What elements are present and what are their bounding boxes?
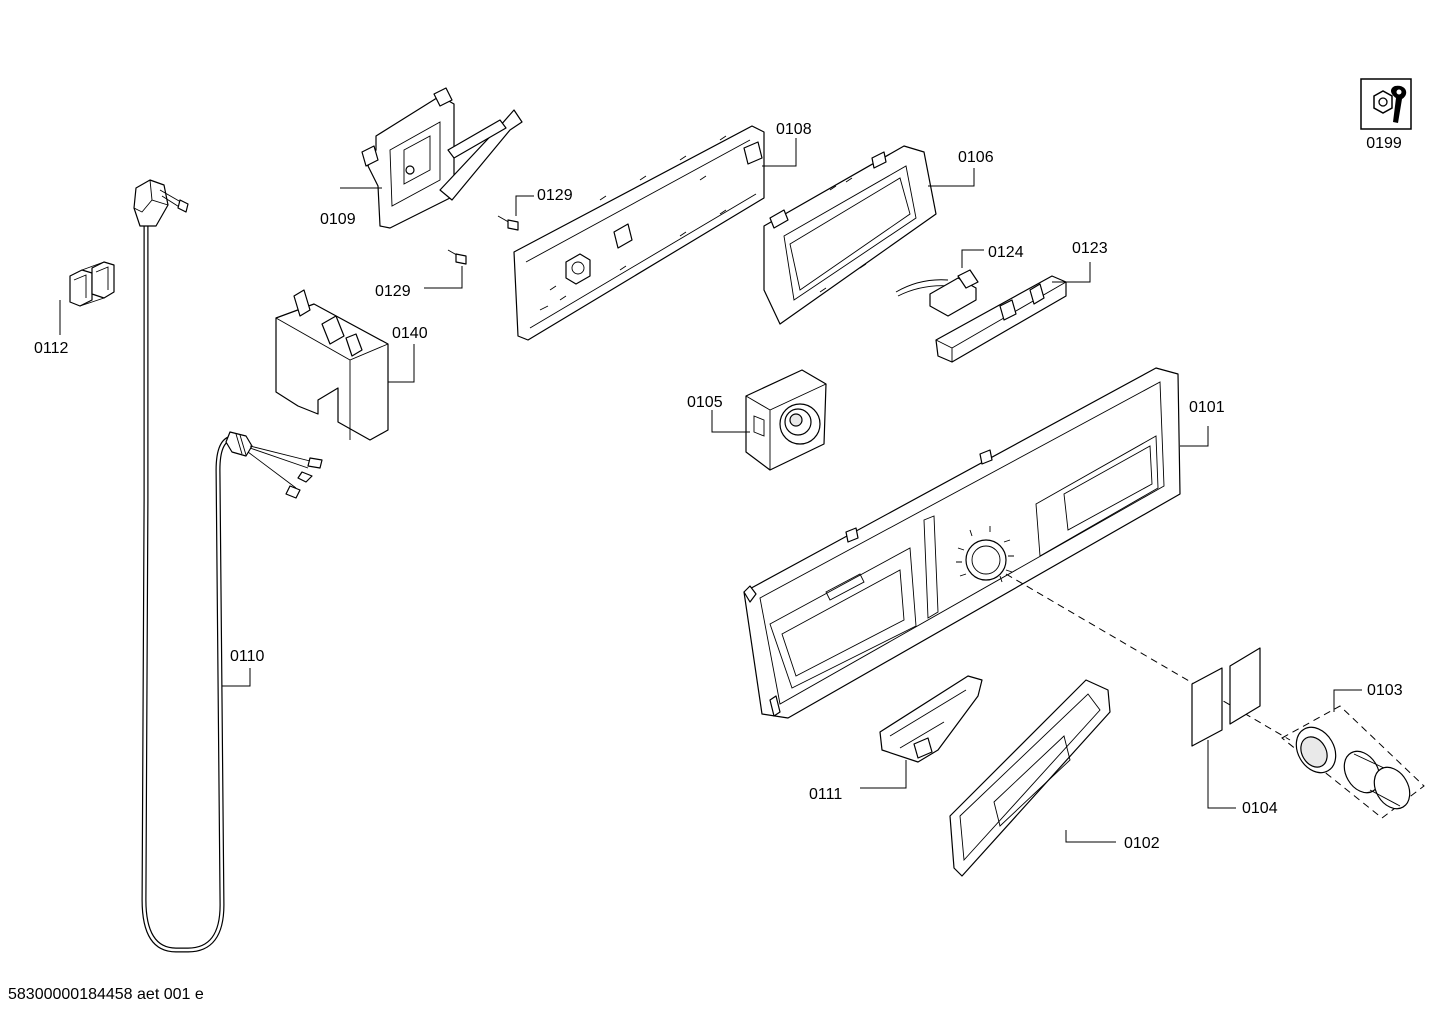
part-0111-drawer-bracket[interactable] [879,675,983,763]
label-0109[interactable]: 0109 [320,211,356,228]
label-0101[interactable]: 0101 [1189,399,1225,416]
label-0110[interactable]: 0110 [230,648,265,665]
label-0108[interactable]: 0108 [776,121,812,138]
part-0129-screw-upper[interactable] [497,215,519,231]
part-0112-cable-clip[interactable] [69,261,115,307]
label-0102[interactable]: 0102 [1124,835,1160,852]
label-0111[interactable]: 0111 [809,786,842,803]
part-0110-power-cable[interactable] [133,179,323,953]
part-0124-sensor[interactable] [895,269,979,317]
part-0129-screw-lower[interactable] [447,249,467,265]
label-0104[interactable]: 0104 [1242,800,1278,817]
label-0106[interactable]: 0106 [958,149,994,166]
part-0103-knob-assembly[interactable] [1281,705,1425,819]
part-0105-selector-module[interactable] [745,369,827,471]
label-0140[interactable]: 0140 [392,325,428,342]
label-0199[interactable]: 0199 [1366,135,1402,152]
part-0104-label-foil[interactable] [1191,647,1261,747]
label-0112[interactable]: 0112 [34,340,69,357]
part-0109-bracket[interactable] [361,87,523,229]
assembly-axis-line [1005,573,1291,741]
label-0105[interactable]: 0105 [687,394,723,411]
label-0103[interactable]: 0103 [1367,682,1403,699]
part-0101-front-panel[interactable] [743,367,1181,719]
part-0140-module[interactable] [275,289,389,441]
label-0124[interactable]: 0124 [988,244,1024,261]
label-0129-upper[interactable]: 0129 [537,187,573,204]
drawing-number: 58300000184458 aet 001 e [8,986,204,1003]
part-0108-control-board[interactable] [513,125,765,341]
part-0102-drawer-handle[interactable] [949,679,1111,877]
part-0106-display-frame[interactable] [763,145,937,325]
label-0123[interactable]: 0123 [1072,240,1108,257]
part-0123-rail[interactable] [935,275,1067,363]
service-wrench-nut-icon[interactable] [1360,78,1412,130]
label-0129-lower[interactable]: 0129 [375,283,411,300]
